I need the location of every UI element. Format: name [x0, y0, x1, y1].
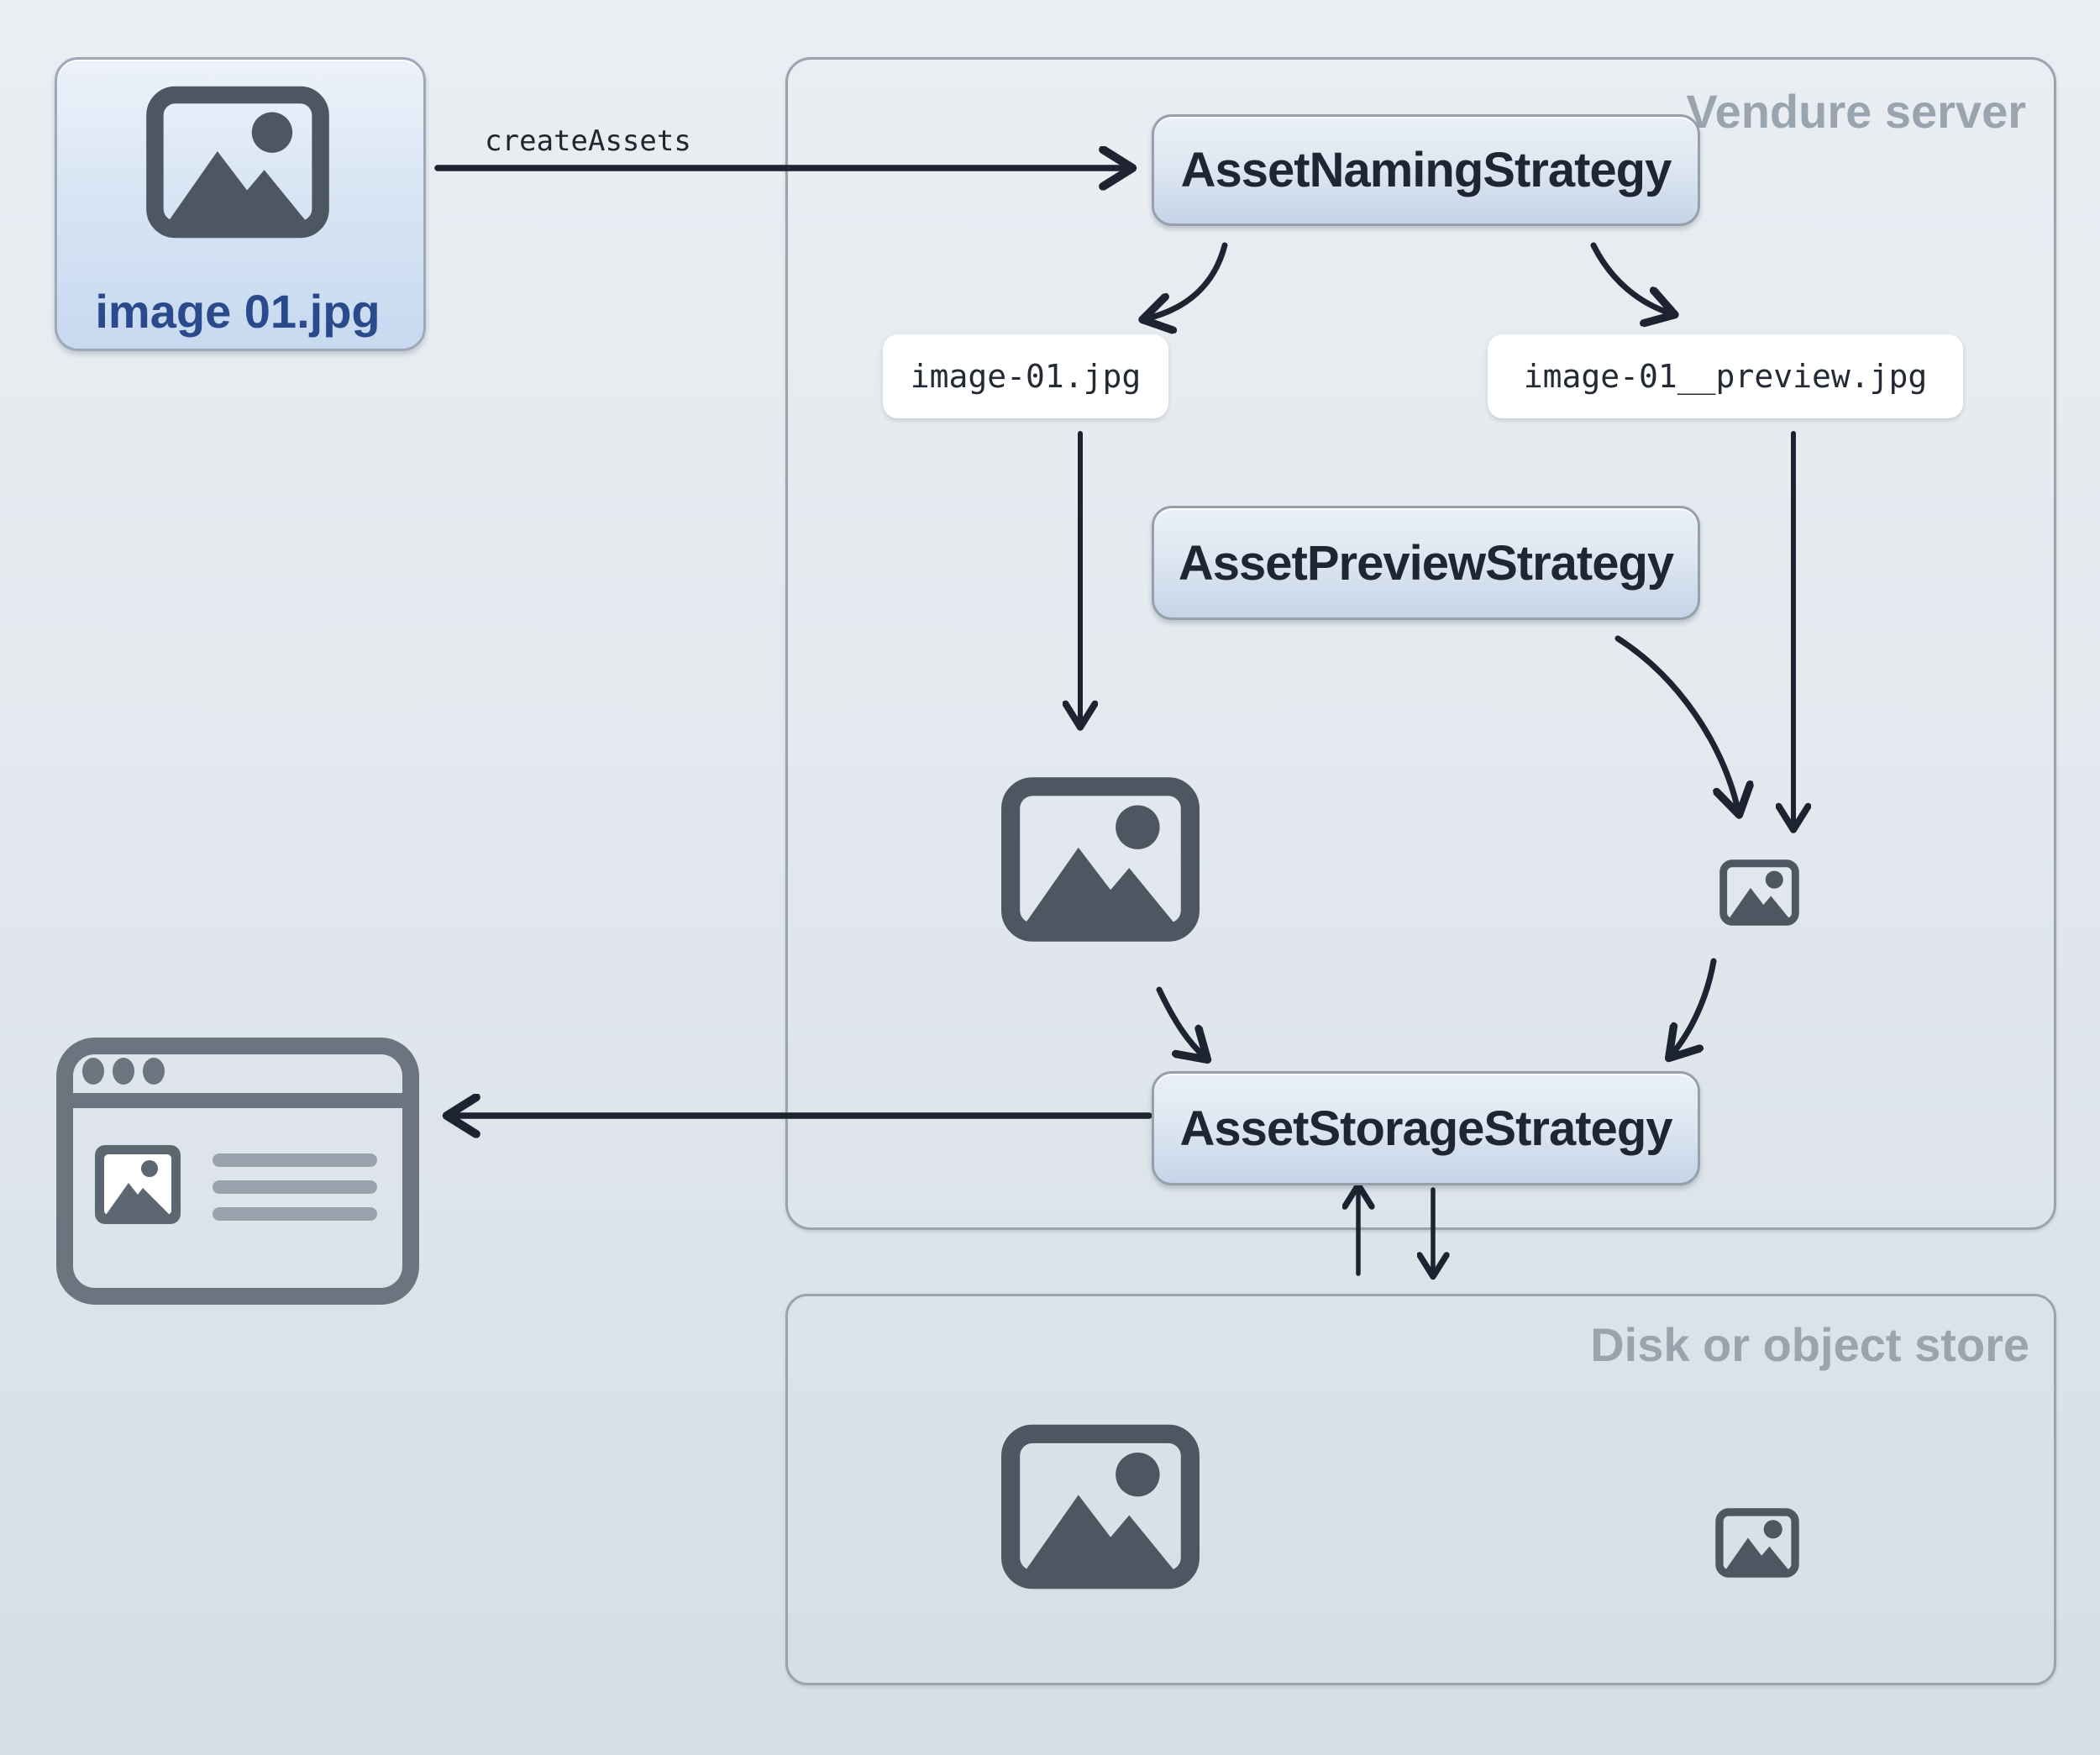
vendure-server-container: [785, 57, 2056, 1230]
disk-store-container: [785, 1294, 2056, 1685]
create-assets-label: createAssets: [485, 124, 691, 158]
browser-thumbnail-image-icon: [95, 1145, 181, 1224]
image-icon: [143, 84, 333, 240]
file-main-chip: image-01.jpg: [883, 334, 1168, 418]
image-small-icon: [1714, 1505, 1800, 1580]
asset-naming-strategy-box: AssetNamingStrategy: [1152, 114, 1700, 226]
image-small-icon: [1719, 856, 1800, 929]
source-file-label: image 01.jpg: [95, 285, 381, 338]
image-icon: [999, 1420, 1202, 1594]
browser-window-icon: [56, 1038, 419, 1305]
asset-storage-strategy-box: AssetStorageStrategy: [1152, 1071, 1700, 1185]
image-icon: [999, 774, 1202, 945]
file-preview-chip: image-01__preview.jpg: [1488, 334, 1963, 418]
asset-preview-strategy-box: AssetPreviewStrategy: [1152, 506, 1700, 620]
disk-store-label: Disk or object store: [1590, 1318, 2029, 1371]
browser-text-lines: [213, 1153, 377, 1221]
vendure-server-label: Vendure server: [1686, 85, 2026, 138]
